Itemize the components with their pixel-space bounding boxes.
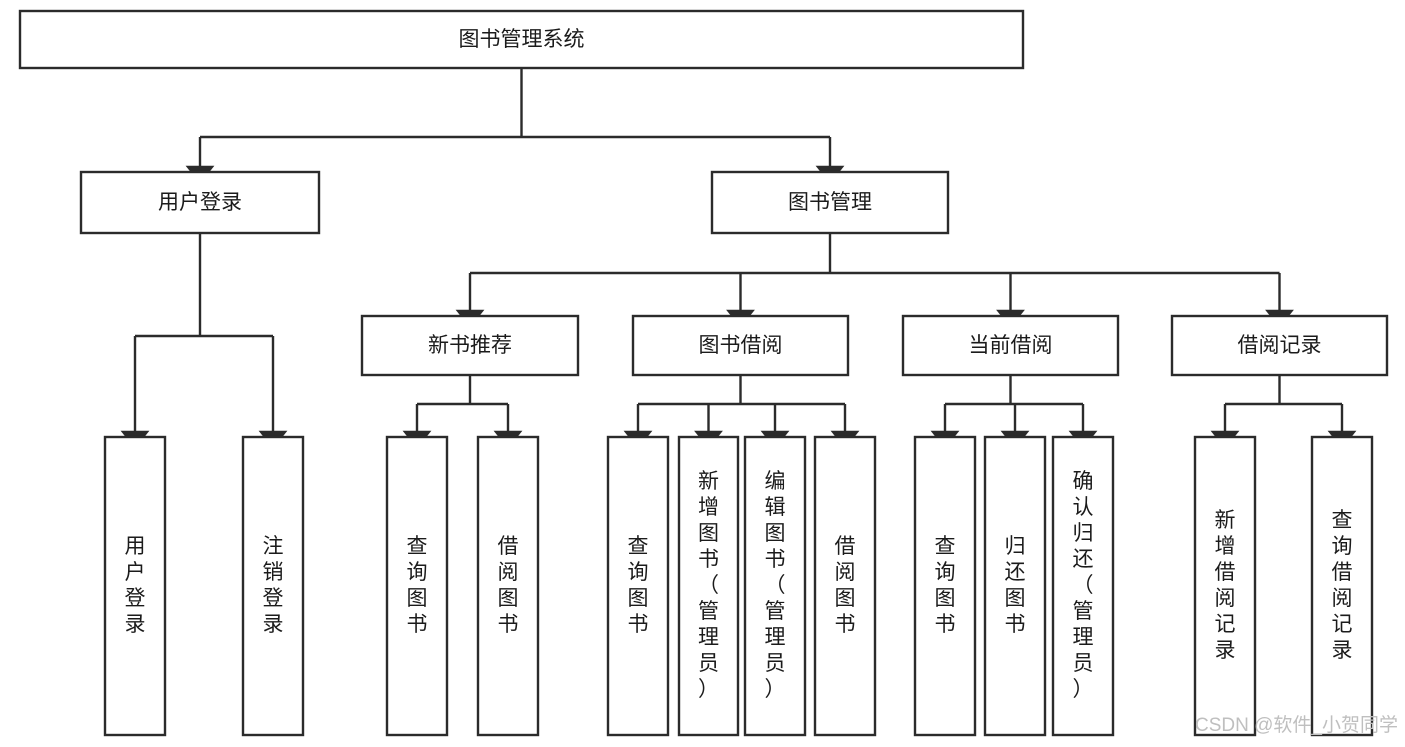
node-box-leaf-query-book-recommend[interactable] [385,435,449,737]
node-box-leaf-add-borrow-record[interactable] [1193,435,1257,737]
node-leaf-borrow-book[interactable]: 借阅图书 [813,435,877,737]
node-label-leaf-return-book: 归还图书 [1005,535,1026,636]
node-leaf-add-book-admin[interactable]: 新增图书（管理员） [677,435,740,737]
node-label-leaf-query-book-recommend: 查询图书 [407,535,428,636]
connector-edge-current-to-leaves [930,375,1098,449]
connector-edge-record-to-leaves [1210,375,1357,449]
node-label-current-borrow: 当前借阅 [969,334,1053,357]
node-label-book-manage: 图书管理 [788,191,872,214]
node-box-root[interactable] [18,9,1025,70]
node-book-manage[interactable]: 图书管理 [710,170,950,235]
csdn-watermark: CSDN @软件_小贺同学 [1195,714,1398,736]
node-box-current-borrow[interactable] [901,314,1120,377]
node-label-user-login: 用户登录 [158,191,242,214]
node-label-leaf-add-borrow-record: 新增借阅记录 [1215,509,1236,662]
connector-edge-recommend-to-leaves [402,375,523,449]
node-leaf-logout-login[interactable]: 注销登录 [241,435,305,737]
node-new-book-recommend[interactable]: 新书推荐 [360,314,580,377]
node-label-leaf-user-login: 用户登录 [125,535,146,636]
node-label-book-borrow: 图书借阅 [699,334,783,357]
node-user-login[interactable]: 用户登录 [79,170,321,235]
node-leaf-query-book-recommend[interactable]: 查询图书 [385,435,449,737]
node-layer: 图书管理系统用户登录图书管理新书推荐图书借阅当前借阅借阅记录用户登录注销登录查询… [18,9,1389,737]
node-borrow-record[interactable]: 借阅记录 [1170,314,1389,377]
node-label-leaf-edit-book-admin: 编辑图书（管理员） [765,470,786,701]
node-box-leaf-add-book-admin[interactable] [677,435,740,737]
node-leaf-return-book[interactable]: 归还图书 [983,435,1047,737]
node-box-user-login[interactable] [79,170,321,235]
node-box-new-book-recommend[interactable] [360,314,580,377]
connector-edge-borrow-to-leaves [623,375,860,449]
node-box-leaf-return-book[interactable] [983,435,1047,737]
node-leaf-query-book-current[interactable]: 查询图书 [913,435,977,737]
node-label-leaf-confirm-return-admin: 确认归还（管理员） [1073,470,1094,701]
node-box-book-manage[interactable] [710,170,950,235]
node-book-borrow[interactable]: 图书借阅 [631,314,850,377]
node-box-leaf-confirm-return-admin[interactable] [1051,435,1115,737]
node-box-borrow-record[interactable] [1170,314,1389,377]
node-box-leaf-edit-book-admin[interactable] [743,435,807,737]
node-box-leaf-logout-login[interactable] [241,435,305,737]
node-box-leaf-query-borrow-record[interactable] [1310,435,1374,737]
node-label-leaf-borrow-book-recommend: 借阅图书 [498,535,519,636]
node-box-book-borrow[interactable] [631,314,850,377]
connector-layer [120,68,1357,449]
node-label-leaf-query-book-borrow: 查询图书 [628,535,649,636]
connector-edge-bookmanage-to-level3 [455,233,1294,328]
node-current-borrow[interactable]: 当前借阅 [901,314,1120,377]
node-box-leaf-borrow-book-recommend[interactable] [476,435,540,737]
node-leaf-borrow-book-recommend[interactable]: 借阅图书 [476,435,540,737]
node-label-new-book-recommend: 新书推荐 [428,334,512,357]
node-box-leaf-query-book-current[interactable] [913,435,977,737]
node-leaf-edit-book-admin[interactable]: 编辑图书（管理员） [743,435,807,737]
node-label-leaf-borrow-book: 借阅图书 [835,535,856,636]
node-label-leaf-logout-login: 注销登录 [263,535,284,636]
node-leaf-query-borrow-record[interactable]: 查询借阅记录 [1310,435,1374,737]
node-label-leaf-add-book-admin: 新增图书（管理员） [698,470,719,701]
node-box-leaf-user-login[interactable] [103,435,167,737]
node-leaf-add-borrow-record[interactable]: 新增借阅记录 [1193,435,1257,737]
connector-edge-root-to-level2 [185,68,845,184]
node-label-leaf-query-borrow-record: 查询借阅记录 [1332,509,1353,662]
node-box-leaf-query-book-borrow[interactable] [606,435,670,737]
node-leaf-confirm-return-admin[interactable]: 确认归还（管理员） [1051,435,1115,737]
node-box-leaf-borrow-book[interactable] [813,435,877,737]
node-leaf-user-login[interactable]: 用户登录 [103,435,167,737]
node-leaf-query-book-borrow[interactable]: 查询图书 [606,435,670,737]
node-label-leaf-query-book-current: 查询图书 [935,535,956,636]
connector-edge-userlogin-to-leaves [120,233,288,449]
node-root[interactable]: 图书管理系统 [18,9,1025,70]
node-label-borrow-record: 借阅记录 [1238,334,1322,357]
node-label-root: 图书管理系统 [459,28,585,51]
